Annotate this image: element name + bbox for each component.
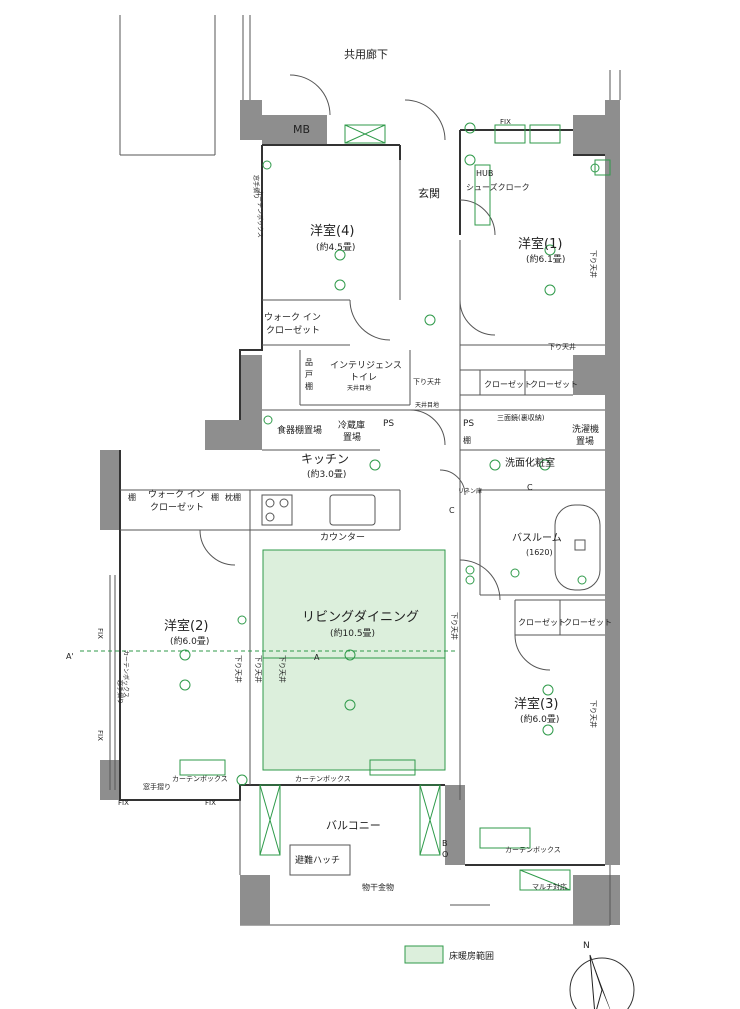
kudari-1: 下り天井	[589, 250, 598, 278]
fix-5: FIX	[205, 799, 216, 807]
multi-label: マルチ対応	[532, 882, 567, 891]
closet-a: クローゼット	[484, 379, 532, 389]
shina-3: 棚	[305, 381, 313, 391]
kudari-6: 下り天井	[278, 655, 287, 683]
fix-4: FIX	[118, 799, 129, 807]
hatch-box	[289, 844, 351, 876]
tana-label: 棚	[463, 435, 471, 445]
toilet-ceiling: 天井目地	[347, 384, 371, 392]
bath-size: (1620)	[526, 548, 553, 557]
curtain-5: カーテンボックス	[505, 846, 561, 854]
fix-2: FIX	[96, 628, 104, 639]
tana2-label: 棚	[128, 492, 136, 502]
bath-label: バスルーム	[512, 532, 562, 544]
toilet-label-b: トイレ	[350, 373, 377, 383]
room1-size: (約6.1畳)	[526, 253, 565, 265]
bathtub	[554, 504, 601, 591]
kudari-5: 下り天井	[254, 655, 263, 683]
room1-label: 洋室(1)	[518, 236, 562, 252]
wic1-label: ウォーク イン	[264, 312, 321, 323]
room3-size: (約6.0畳)	[520, 713, 559, 725]
legend-label: 床暖房範囲	[449, 950, 494, 962]
tana3-label: 棚	[211, 492, 219, 502]
legend: 床暖房範囲	[404, 945, 494, 964]
makura-label: 枕棚	[225, 492, 241, 502]
sanmen-label: 三面鏡(裏収納)	[497, 413, 545, 422]
compass-label: N	[583, 941, 590, 951]
madotesuri-2: 窓手摺り	[116, 680, 124, 704]
hatch-label: 避難ハッチ	[295, 854, 340, 866]
closet-d: クローゼット	[564, 617, 612, 627]
label-c1: C	[527, 483, 533, 492]
closet-b: クローゼット	[530, 379, 578, 389]
room2-size: (約6.0畳)	[170, 635, 209, 647]
legend-swatch	[404, 945, 444, 964]
reizou-label-b: 置場	[343, 431, 361, 443]
room3-label: 洋室(3)	[514, 696, 558, 712]
kudari-7: 下り天井	[450, 612, 459, 640]
shoes-label: シューズクローク	[466, 182, 530, 192]
curtain-4: カーテンボックス	[295, 775, 351, 783]
room4-label: 洋室(4)	[310, 223, 354, 239]
curtain-2: カーテンボックス	[122, 650, 130, 698]
corridor-label: 共用廊下	[344, 47, 388, 61]
door-swings	[199, 74, 551, 671]
walls	[100, 100, 620, 925]
kudari-4: 下り天井	[234, 655, 243, 683]
wic2-label: ウォーク イン	[148, 489, 205, 500]
counter-label: カウンター	[320, 532, 365, 543]
shokki-label: 食器棚置場	[277, 424, 322, 436]
shina-1: 品	[305, 358, 313, 367]
room-labels: 共用廊下 MB 玄関 HUB シューズクローク 洋室(4) (約4.5畳) 洋室…	[128, 47, 612, 892]
fix-3: FIX	[96, 730, 104, 741]
sentaku-label-b: 置場	[576, 435, 594, 447]
ps1-label: PS	[383, 419, 394, 429]
compass: N	[569, 941, 635, 1009]
section-a: A	[314, 653, 320, 662]
reizou-label: 冷蔵庫	[338, 419, 365, 431]
wic2-label-b: クローゼット	[150, 501, 204, 513]
kudari-2: 下り天井	[548, 342, 576, 351]
kitchen-size: (約3.0畳)	[307, 468, 346, 480]
hoshi-label: 物干金物	[362, 882, 394, 892]
shina-2: 戸	[305, 370, 313, 379]
kitchen-fixtures	[261, 494, 376, 526]
linen-label: リネン庫	[458, 487, 482, 495]
tenjo-label: 天井目地	[415, 401, 439, 409]
toilet-label: インテリジェンス	[330, 360, 402, 371]
kudari-3: 下り天井	[413, 377, 441, 386]
room4-size: (約4.5畳)	[316, 241, 355, 253]
hub-label: HUB	[476, 169, 493, 178]
sentaku-label: 洗濯機	[572, 423, 599, 435]
partitions	[109, 160, 611, 925]
senmen-label: 洗面化粧室	[505, 456, 555, 469]
surrounding-lines	[119, 15, 621, 926]
room2-label: 洋室(2)	[164, 618, 208, 634]
label-o: O	[442, 850, 448, 859]
ps2-label: PS	[463, 419, 474, 429]
mb-label: MB	[293, 123, 310, 136]
fix-1: FIX	[500, 118, 511, 126]
section-a-prime: A'	[66, 652, 74, 661]
balcony-label: バルコニー	[326, 819, 381, 832]
compass-circle	[569, 957, 635, 1009]
madotesuri-3: 窓手摺り	[143, 782, 171, 791]
label-b: B	[442, 839, 448, 848]
wic1-label-b: クローゼット	[266, 324, 320, 336]
curtain-3: カーテンボックス	[172, 775, 228, 783]
genkan-label: 玄関	[418, 186, 440, 200]
annotation-labels: FIX FIX FIX FIX FIX 下り天井 下り天井 下り天井 下り天井 …	[66, 118, 598, 859]
ldk-label: リビングダイニング	[302, 610, 419, 625]
ldk-size: (約10.5畳)	[330, 627, 375, 639]
closet-c: クローゼット	[518, 617, 566, 627]
label-c2: C	[449, 506, 455, 515]
madotesuri-1: 窓手摺り	[252, 175, 260, 199]
green-circles	[179, 122, 600, 786]
electrical-markers	[179, 124, 611, 891]
floor-heating-area	[262, 549, 446, 771]
kitchen-label: キッチン	[301, 452, 349, 466]
kudari-8: 下り天井	[589, 700, 598, 728]
curtain-1: カーテンボックス	[256, 190, 264, 238]
